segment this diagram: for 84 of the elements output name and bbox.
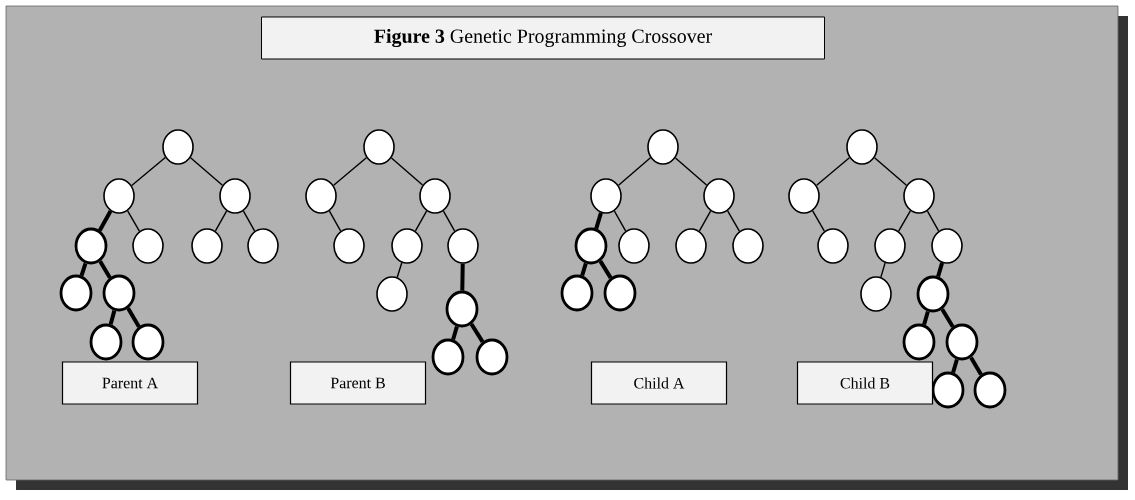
tree-edge <box>936 262 944 278</box>
tree-node <box>931 228 963 264</box>
tree-node <box>788 178 820 214</box>
tree-edge <box>698 210 712 232</box>
tree-edge <box>897 210 912 232</box>
tree-edge <box>328 210 342 232</box>
tree-node <box>419 178 451 214</box>
tree-node <box>103 178 135 214</box>
tree-edge <box>726 210 741 232</box>
tree-edge <box>969 356 983 376</box>
tree-edge <box>442 210 456 232</box>
tree-node <box>391 228 423 264</box>
tree-node <box>132 228 164 264</box>
tree-edge <box>242 210 256 232</box>
tree-edge <box>922 310 930 326</box>
tree-node <box>916 275 950 313</box>
label-box: Parent A <box>61 361 199 405</box>
tree-node <box>191 228 223 264</box>
tree-edge <box>815 156 851 186</box>
title-box: Figure 3 Genetic Programming Crossover <box>261 16 825 60</box>
tree-node <box>475 338 509 376</box>
tree-node <box>574 227 608 265</box>
tree-edge <box>613 210 627 232</box>
tree-node <box>162 129 194 165</box>
tree-edge <box>414 210 428 232</box>
tree-node <box>431 338 465 376</box>
tree-edge <box>98 210 113 232</box>
tree-node <box>445 290 479 328</box>
tree-node <box>247 228 279 264</box>
label-box: Child B <box>796 361 934 405</box>
tree-edge <box>189 157 224 186</box>
tree-node <box>647 129 679 165</box>
tree-node <box>703 178 735 214</box>
tree-node <box>973 371 1007 409</box>
tree-edge <box>108 310 117 325</box>
tree-edge <box>617 157 652 186</box>
tree-node <box>590 178 622 214</box>
tree-edge <box>131 156 166 187</box>
tree-edge <box>926 210 940 232</box>
tree-edge <box>674 157 708 186</box>
tree-edge <box>951 358 959 374</box>
tree-edge <box>79 262 88 277</box>
tree-node <box>376 276 408 312</box>
tree-node <box>305 178 337 214</box>
tree-edge <box>451 325 459 341</box>
tree-node <box>333 228 365 264</box>
tree-node <box>903 178 935 214</box>
tree-edge <box>469 323 485 343</box>
tree-edge <box>940 308 955 328</box>
tree-node <box>59 274 93 312</box>
tree-edge <box>594 212 603 230</box>
tree-node <box>131 323 165 361</box>
tree-edge <box>98 260 112 279</box>
tree-node <box>945 323 979 361</box>
tree-edge <box>126 307 141 328</box>
tree-edge <box>332 156 368 186</box>
tree-node <box>89 323 123 361</box>
tree-edge <box>880 262 886 278</box>
tree-node <box>618 228 650 264</box>
tree-node <box>817 228 849 264</box>
tree-node <box>560 274 594 312</box>
tree-edge <box>396 262 403 278</box>
tree-node <box>846 129 878 165</box>
tree-node <box>447 228 479 264</box>
tree-edge <box>873 157 908 186</box>
tree-edge <box>390 157 424 186</box>
tree-edge <box>811 210 826 232</box>
label-box: Child A <box>590 361 728 405</box>
tree-node <box>363 129 395 165</box>
tree-edge <box>580 262 588 277</box>
tree-edge <box>126 210 141 232</box>
tree-node <box>74 227 108 265</box>
tree-edge <box>460 263 465 291</box>
tree-node <box>732 228 764 264</box>
tree-node <box>102 274 136 312</box>
tree-node <box>860 276 892 312</box>
tree-node <box>902 323 936 361</box>
tree-node <box>219 178 251 214</box>
label-box: Parent B <box>289 361 427 405</box>
tree-edge <box>214 210 228 232</box>
tree-node <box>874 228 906 264</box>
tree-node <box>603 274 637 312</box>
tree-edge <box>598 260 613 279</box>
tree-node <box>675 228 707 264</box>
